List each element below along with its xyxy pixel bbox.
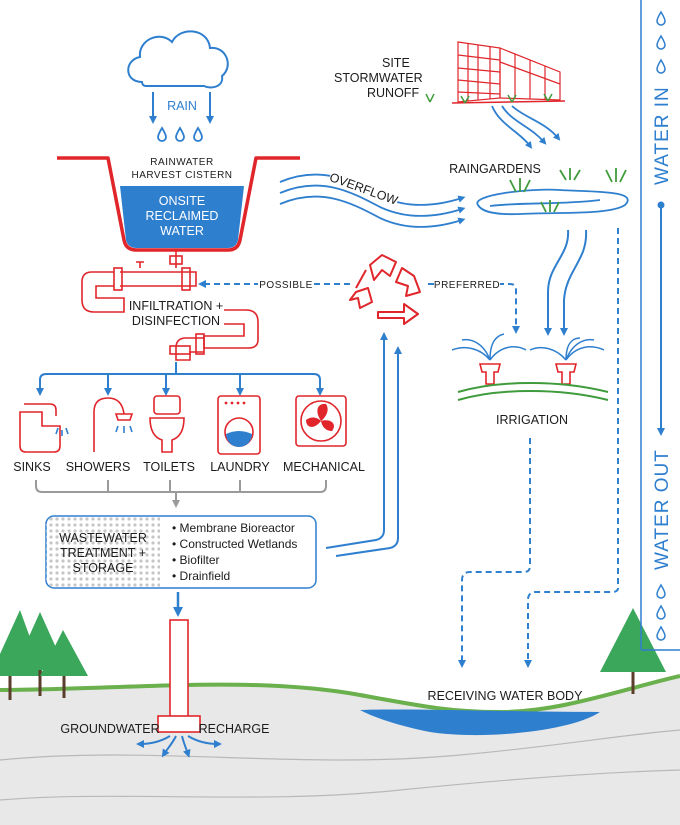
sink-icon xyxy=(19,403,69,453)
cloud-icon xyxy=(127,30,229,89)
water-out-label: WATER OUT xyxy=(652,449,673,570)
tree-icon xyxy=(0,610,88,700)
wastewater-treatment-box: WASTEWATER TREATMENT + STORAGE • Membran… xyxy=(45,515,317,589)
groundwater-label: GROUNDWATER xyxy=(60,722,159,736)
treatment-item: • Constructed Wetlands xyxy=(172,537,297,551)
irrigation-grass xyxy=(457,382,609,401)
infiltration-label-line2: DISINFECTION xyxy=(132,314,220,328)
cistern-label-line1: RAINWATER xyxy=(150,157,213,168)
wastewater-collector xyxy=(35,480,327,508)
raindrop-icon xyxy=(656,10,666,26)
raingarden-to-irrigation-arrows xyxy=(544,229,588,336)
treatment-item: • Biofilter xyxy=(172,553,220,567)
fixture-label-sinks: SINKS xyxy=(13,460,51,474)
treatment-to-recycle-arrows xyxy=(325,332,402,557)
raindrop-icon xyxy=(656,604,666,620)
treatment-title-line2: TREATMENT + xyxy=(60,546,146,560)
water-in-out-rail: WATER IN WATER OUT xyxy=(640,0,680,651)
treatment-item: • Membrane Bioreactor xyxy=(172,521,295,535)
tree-icon xyxy=(600,608,666,694)
recycle-icon xyxy=(349,254,421,325)
raindrop-icon xyxy=(157,126,203,142)
raindrop-icon xyxy=(656,625,666,641)
site-runoff-line2: STORMWATER xyxy=(334,71,423,85)
fixture-label-showers: SHOWERS xyxy=(66,460,131,474)
cistern xyxy=(57,156,300,252)
distribution-lines xyxy=(36,362,324,396)
irrigation-to-receiving-dashed xyxy=(458,438,531,668)
raindrop-icon xyxy=(656,34,666,50)
irrigation-label: IRRIGATION xyxy=(496,413,568,427)
raindrop-icon xyxy=(656,58,666,74)
shower-icon xyxy=(93,397,134,452)
site-runoff-line3: RUNOFF xyxy=(367,86,419,100)
raindrop-icon xyxy=(656,583,666,599)
fixture-label-mechanical: MECHANICAL xyxy=(283,460,365,474)
preferred-path: PREFERRED xyxy=(428,276,520,334)
raingarden-grass xyxy=(509,168,627,213)
recharge-pipe xyxy=(157,619,201,733)
recharge-label: RECHARGE xyxy=(199,722,270,736)
reclaimed-label-line1: ONSITE xyxy=(159,194,206,208)
fixture-label-laundry: LAUNDRY xyxy=(210,460,270,474)
receiving-water-label: RECEIVING WATER BODY xyxy=(428,689,584,703)
treatment-item: • Drainfield xyxy=(172,569,230,583)
fixture-label-toilets: TOILETS xyxy=(143,460,195,474)
possible-label: POSSIBLE xyxy=(259,280,312,291)
preferred-label: PREFERRED xyxy=(434,280,500,291)
runoff-arrows xyxy=(491,105,561,149)
rain-label: RAIN xyxy=(167,99,197,113)
site-runoff-line1: SITE xyxy=(382,56,410,70)
reclaimed-label-line2: RECLAIMED xyxy=(146,209,219,223)
possible-path: POSSIBLE xyxy=(198,276,350,291)
reclaimed-water-fill xyxy=(120,186,244,248)
cistern-label-line2: HARVEST CISTERN xyxy=(131,170,232,181)
reclaimed-label-line3: WATER xyxy=(160,224,204,238)
pipe-system xyxy=(81,250,259,361)
treatment-title-line3: STORAGE xyxy=(73,561,134,575)
raingardens-label: RAINGARDENS xyxy=(449,162,541,176)
sprinkler-icon xyxy=(451,333,605,385)
recharge-arrows xyxy=(136,735,222,758)
building-icon xyxy=(451,41,566,104)
infiltration-label-line1: INFILTRATION + xyxy=(129,299,223,313)
toilet-icon xyxy=(149,395,185,453)
receiving-water-body xyxy=(360,709,600,736)
raingarden-ponds xyxy=(476,188,629,216)
treatment-title-line1: WASTEWATER xyxy=(59,531,147,545)
washing-machine-icon xyxy=(217,395,261,455)
raingarden-to-receiving-dashed xyxy=(524,228,619,668)
fan-icon xyxy=(295,395,347,447)
water-in-label: WATER IN xyxy=(652,86,673,185)
shrubs xyxy=(425,93,553,104)
